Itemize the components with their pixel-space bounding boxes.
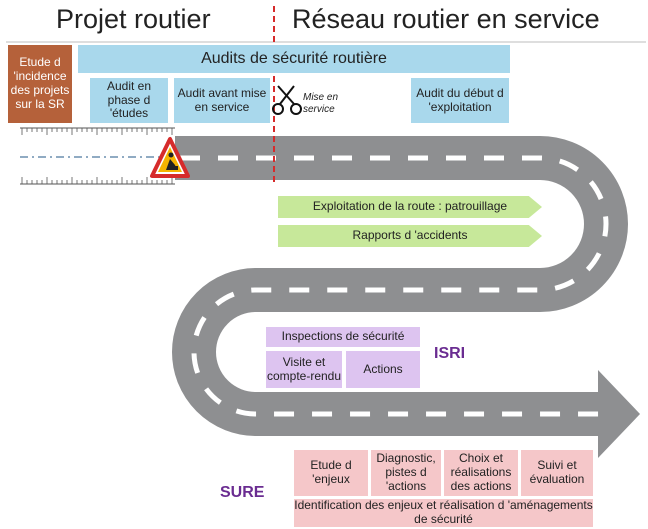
audit-phase-etudes-box: Audit en phase d 'études bbox=[90, 78, 168, 123]
ruler-icon bbox=[20, 127, 175, 185]
inspections-securite-box: Inspections de sécurité bbox=[266, 327, 420, 347]
isri-label: ISRI bbox=[434, 345, 466, 362]
audit-avant-mise-service-box: Audit avant mise en service bbox=[174, 78, 270, 123]
patrouillage-box: Exploitation de la route : patrouillage bbox=[278, 196, 542, 218]
etude-enjeux-box: Etude d 'enjeux bbox=[294, 450, 368, 496]
rapports-accidents-box: Rapports d 'accidents bbox=[278, 225, 542, 247]
mise-en-service-label: Mise en service bbox=[303, 92, 339, 115]
road-arrow-head bbox=[598, 370, 640, 458]
road-center-dashes bbox=[180, 155, 610, 417]
audit-debut-exploitation-box: Audit du début d 'exploitation bbox=[411, 78, 509, 123]
diagnostic-box: Diagnostic, pistes d 'actions bbox=[371, 450, 441, 496]
network-header: Réseau routier en service bbox=[292, 4, 600, 34]
scissors-icon bbox=[272, 85, 302, 115]
choix-realisations-box: Choix et réalisations des actions bbox=[444, 450, 518, 496]
identification-enjeux-box: Identification des enjeux et réalisation… bbox=[294, 498, 593, 527]
actions-box: Actions bbox=[346, 351, 420, 388]
sure-label: SURE bbox=[220, 484, 265, 501]
roadwork-sign-icon bbox=[150, 137, 190, 178]
project-header: Projet routier bbox=[56, 4, 211, 34]
etude-incidence-box: Etude d 'incidence des projets sur la SR bbox=[8, 45, 72, 123]
audits-banner: Audits de sécurité routière bbox=[78, 45, 510, 73]
suivi-evaluation-box: Suivi et évaluation bbox=[521, 450, 593, 496]
visite-compte-rendu-box: Visite et compte-rendu bbox=[266, 351, 342, 388]
